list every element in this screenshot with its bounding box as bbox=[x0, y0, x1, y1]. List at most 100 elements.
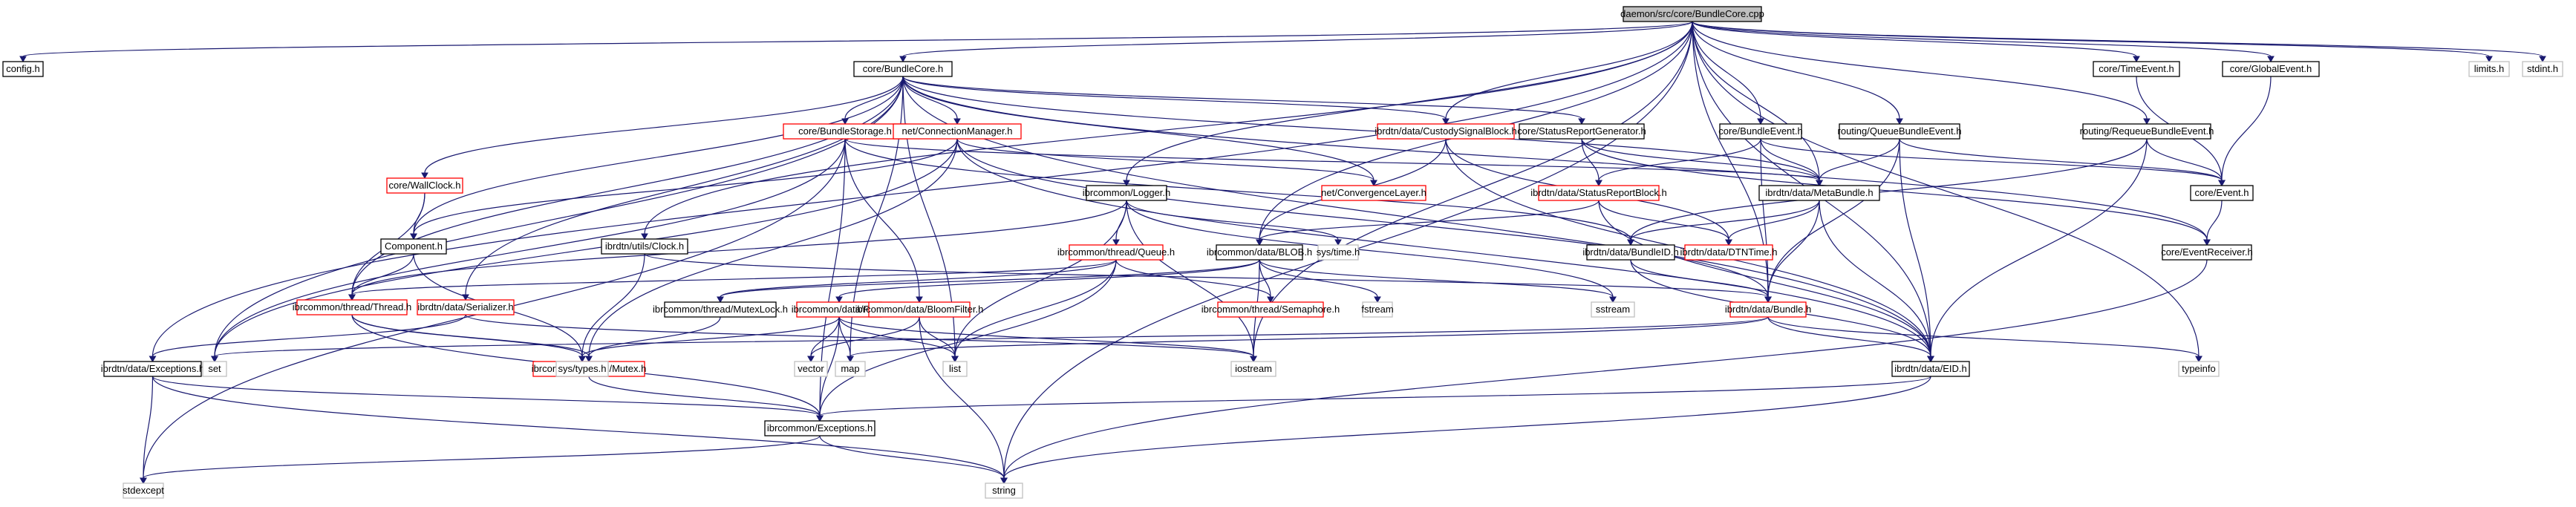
node-box bbox=[1586, 244, 1675, 261]
node-label: ibrcommon/Logger.h bbox=[1083, 187, 1171, 198]
node-label: ibrcommon/thread/Queue.h bbox=[1057, 246, 1175, 258]
node-bundle[interactable]: ibrdtn/data/Bundle.h bbox=[1725, 301, 1811, 318]
node-typeinfo: typeinfo bbox=[2178, 361, 2220, 377]
node-eventreceiver[interactable]: core/EventReceiver.h bbox=[2161, 244, 2253, 261]
edge-line bbox=[838, 259, 1260, 298]
node-thread[interactable]: ibrcommon/thread/Thread.h bbox=[293, 299, 411, 315]
node-file[interactable]: ibrcommon/data/File.h bbox=[792, 301, 887, 318]
node-mutexlock[interactable]: ibrcommon/thread/MutexLock.h bbox=[653, 301, 788, 318]
node-box bbox=[1719, 123, 1802, 140]
node-box bbox=[1086, 185, 1167, 201]
node-config[interactable]: config.h bbox=[2, 61, 44, 77]
node-label: set bbox=[208, 363, 221, 374]
edge-root-to-config bbox=[19, 21, 1693, 63]
node-root[interactable]: daemon/src/core/BundleCore.cpp bbox=[1620, 6, 1764, 22]
node-bundlestorage[interactable]: core/BundleStorage.h bbox=[783, 123, 907, 140]
arrowhead-icon bbox=[1256, 239, 1263, 246]
node-box bbox=[1216, 244, 1303, 261]
node-bloomfilter[interactable]: ibrcommon/data/BloomFilter.h bbox=[855, 301, 984, 318]
edge-line bbox=[351, 314, 583, 357]
node-component[interactable]: Component.h bbox=[380, 238, 447, 255]
node-logger[interactable]: ibrcommon/Logger.h bbox=[1083, 185, 1171, 201]
arrowhead-icon bbox=[348, 294, 356, 301]
edge-line bbox=[1003, 376, 1931, 479]
node-systime: sys/time.h bbox=[1317, 244, 1360, 261]
node-box bbox=[1538, 185, 1660, 201]
edge-line bbox=[1692, 21, 2148, 120]
edge-line bbox=[1630, 259, 1769, 298]
arrowhead-icon bbox=[1816, 180, 1823, 187]
edge-line bbox=[810, 316, 840, 357]
node-label: ibrdtn/data/CustodySignalBlock.h bbox=[1375, 125, 1517, 137]
arrowhead-icon bbox=[2485, 56, 2493, 63]
edge-line bbox=[465, 76, 904, 295]
node-box bbox=[1758, 185, 1880, 201]
edge-bundleevent-to-bundle bbox=[1760, 138, 1772, 304]
node-queuebundleevent[interactable]: routing/QueueBundleEvent.h bbox=[1838, 123, 1962, 140]
node-statusreportgen[interactable]: core/StatusReportGenerator.h bbox=[1517, 123, 1646, 140]
node-bundleid[interactable]: ibrdtn/data/BundleID.h bbox=[1582, 244, 1679, 261]
node-globalevent[interactable]: core/GlobalEvent.h bbox=[2222, 61, 2320, 77]
node-bundleevent[interactable]: core/BundleEvent.h bbox=[1718, 123, 1803, 140]
arrowhead-icon bbox=[2143, 118, 2151, 125]
node-semaphore[interactable]: ibrcommon/thread/Semaphore.h bbox=[1201, 301, 1340, 318]
node-box bbox=[1729, 301, 1807, 318]
node-label: ibrcommon/thread/Thread.h bbox=[293, 301, 411, 313]
edge-blob-to-file bbox=[835, 259, 1260, 304]
edge-line bbox=[1598, 200, 1931, 357]
edge-line bbox=[151, 314, 466, 357]
node-metabundle[interactable]: ibrdtn/data/MetaBundle.h bbox=[1758, 185, 1880, 201]
edge-queue-to-semaphore bbox=[1115, 259, 1274, 304]
node-limits: limits.h bbox=[2468, 61, 2510, 77]
edge-logger-to-thread bbox=[348, 200, 1127, 301]
node-convlayer[interactable]: net/ConvergenceLayer.h bbox=[1321, 185, 1426, 201]
node-custodysig[interactable]: ibrdtn/data/CustodySignalBlock.h bbox=[1375, 123, 1517, 140]
edge-line bbox=[819, 316, 840, 416]
node-connmgr[interactable]: net/ConnectionManager.h bbox=[893, 123, 1022, 140]
edge-line bbox=[1692, 21, 1900, 120]
node-statusreportblock[interactable]: ibrdtn/data/StatusReportBlock.h bbox=[1530, 185, 1667, 201]
node-bundlecore_h[interactable]: core/BundleCore.h bbox=[853, 61, 953, 77]
node-iostream: iostream bbox=[1230, 361, 1276, 377]
arrowhead-icon bbox=[585, 356, 593, 363]
node-clock[interactable]: ibrdtn/utils/Clock.h bbox=[601, 238, 688, 255]
edge-line bbox=[1581, 138, 1820, 181]
node-queue[interactable]: ibrcommon/thread/Queue.h bbox=[1057, 244, 1175, 261]
arrowhead-icon bbox=[1000, 477, 1008, 485]
node-serializer[interactable]: ibrdtn/data/Serializer.h bbox=[417, 299, 515, 315]
node-requeuebundleevent[interactable]: routing/RequeueBundleEvent.h bbox=[2080, 123, 2214, 140]
edge-line bbox=[581, 316, 840, 357]
edge-line bbox=[1598, 138, 1761, 181]
node-timeevent[interactable]: core/TimeEvent.h bbox=[2093, 61, 2180, 77]
node-label: stdexcept bbox=[123, 485, 164, 496]
edge-line bbox=[351, 200, 1127, 295]
edge-line bbox=[902, 76, 2208, 241]
node-label: ibrdtn/data/Bundle.h bbox=[1725, 304, 1811, 315]
node-exceptions_dtn[interactable]: ibrdtn/data/Exceptions.h bbox=[101, 361, 204, 377]
edge-line bbox=[919, 316, 1005, 479]
edge-queuebundleevent-to-event bbox=[1899, 138, 2226, 187]
node-eid[interactable]: ibrdtn/data/EID.h bbox=[1891, 361, 1970, 377]
node-wallclock[interactable]: core/WallClock.h bbox=[386, 177, 463, 194]
edge-line bbox=[1253, 21, 1693, 357]
edge-line bbox=[413, 76, 904, 235]
node-box bbox=[868, 301, 971, 318]
arrowhead-icon bbox=[1627, 239, 1634, 246]
edge-line bbox=[214, 316, 1769, 357]
node-label: ibrcommon/data/BloomFilter.h bbox=[855, 304, 984, 315]
edge-line bbox=[1899, 138, 2223, 181]
edge-bloomfilter-to-list bbox=[919, 316, 959, 363]
node-box bbox=[2178, 361, 2220, 377]
edge-line bbox=[1581, 138, 1600, 181]
arrowhead-icon bbox=[2267, 56, 2275, 63]
node-blob[interactable]: ibrcommon/data/BLOB.h bbox=[1207, 244, 1312, 261]
node-dtntime[interactable]: ibrdtn/data/DTNTime.h bbox=[1680, 244, 1778, 261]
node-event[interactable]: core/Event.h bbox=[2190, 185, 2254, 201]
edge-line bbox=[1819, 200, 1931, 357]
node-exceptions_common[interactable]: ibrcommon/Exceptions.h bbox=[764, 420, 875, 436]
edge-line bbox=[151, 376, 1005, 479]
edge-file-to-systypes bbox=[578, 316, 840, 363]
node-box bbox=[1684, 244, 1773, 261]
node-label: net/ConvergenceLayer.h bbox=[1321, 187, 1426, 198]
edge-line bbox=[720, 259, 1117, 298]
